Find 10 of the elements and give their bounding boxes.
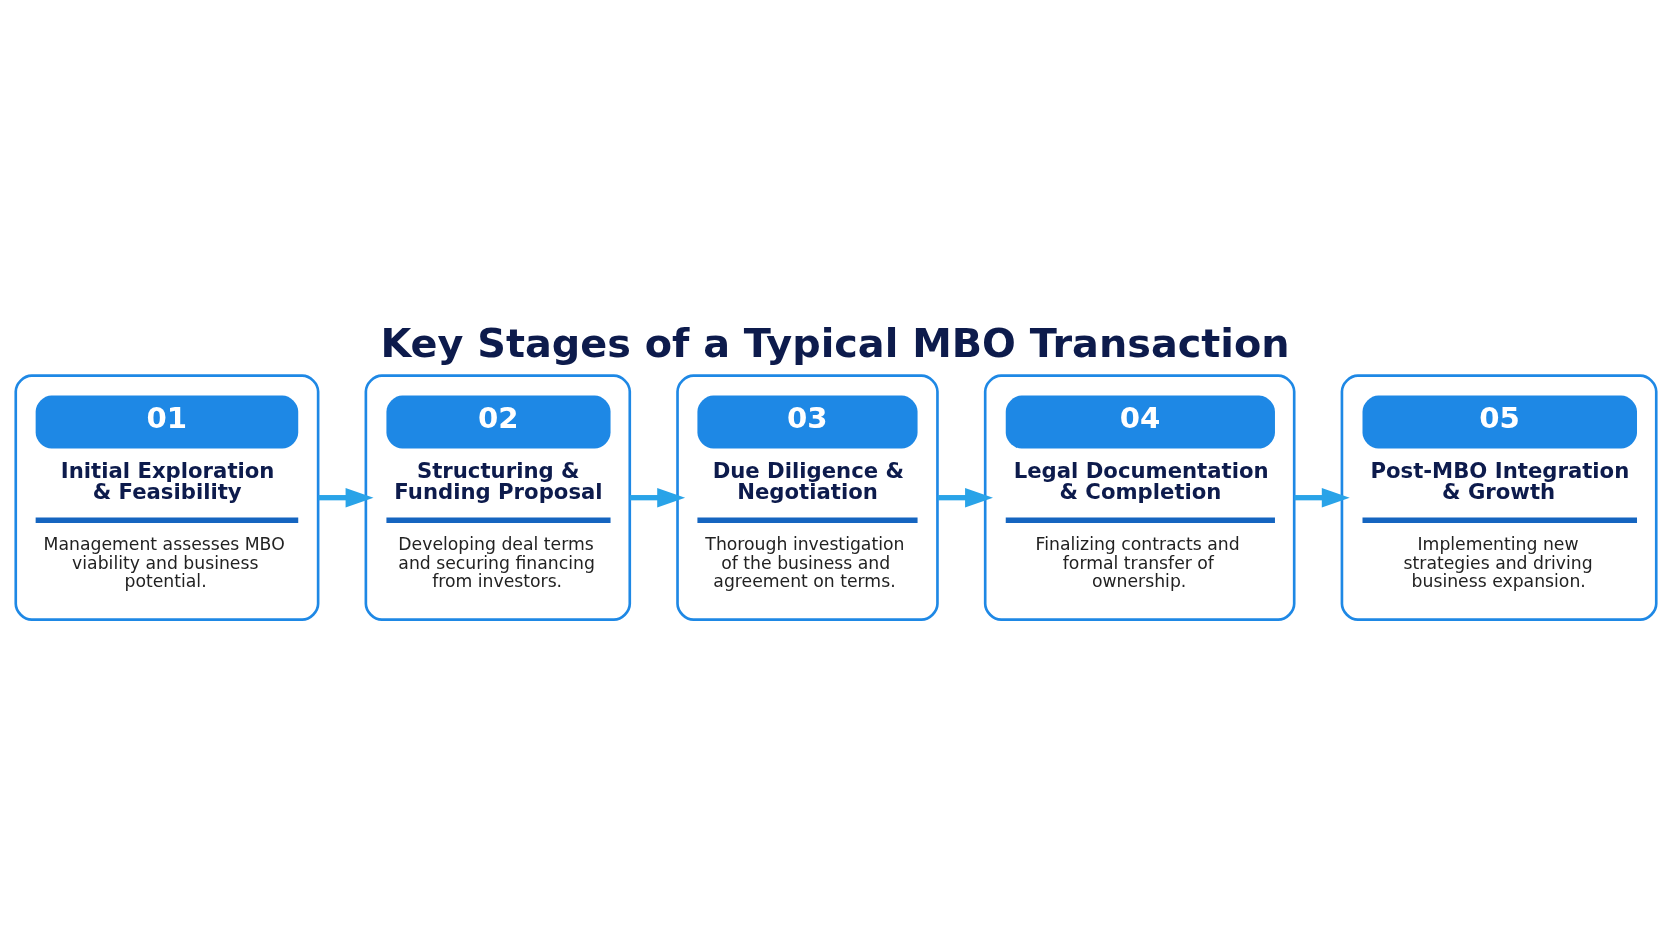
node-box: 04 Legal Documentation & Completion Finalizing contracts and formal transfer of ownership. bbox=[983, 374, 1296, 622]
node-box: 05 Post-MBO Integration & Growth Implementing new strategies and driving business expansion. bbox=[1340, 374, 1658, 622]
arrow bbox=[1294, 487, 1350, 508]
node-box: 03 Due Diligence & Negotiation Thorough investigation of the business and agreement on terms. bbox=[676, 374, 939, 622]
diagram-title: Key Stages of a Typical MBO Transaction bbox=[380, 320, 1290, 367]
arrow bbox=[629, 487, 686, 508]
node-box: 01 Initial Exploration & Feasibility Management assesses MBO viability and business potential. bbox=[14, 374, 320, 622]
arrow bbox=[937, 487, 993, 508]
arrow bbox=[318, 487, 374, 508]
node-box: 02 Structuring & Funding Proposal Developing deal terms and securing financing from investors. bbox=[364, 374, 632, 622]
